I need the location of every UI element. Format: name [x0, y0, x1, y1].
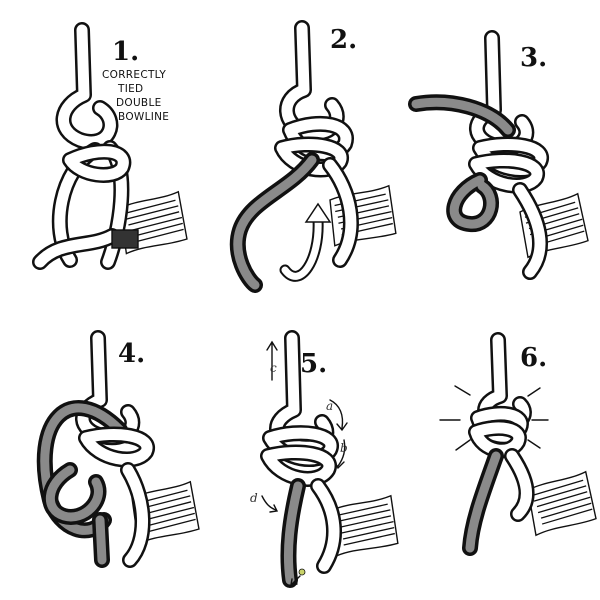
- caption-correctly-tied-double-bowline: CORRECTLY TIED DOUBLE BOWLINE: [102, 69, 169, 123]
- caption-line: CORRECTLY: [102, 69, 166, 81]
- step-number: 2.: [330, 25, 357, 55]
- panel-3: 3.: [408, 30, 590, 280]
- rope-illustration: [229, 20, 398, 293]
- rope-illustration: [36, 330, 201, 568]
- caption-line: BOWLINE: [118, 111, 169, 123]
- rope-illustration: c a b d: [250, 330, 400, 588]
- tree-bark: [525, 470, 598, 537]
- step-number: 3.: [520, 43, 547, 73]
- step-number: 1.: [112, 37, 139, 67]
- pull-arrows: [261, 340, 348, 513]
- highlight-dot: [298, 568, 306, 576]
- rope-illustration: [32, 22, 189, 270]
- panel-2: 2.: [229, 20, 398, 293]
- label-b: b: [340, 441, 348, 455]
- step-number: 6.: [520, 343, 547, 373]
- label-c: c: [270, 361, 277, 375]
- rope-illustration: [408, 30, 590, 280]
- label-a: a: [326, 399, 333, 413]
- panel-4: 4.: [36, 330, 201, 568]
- caption-line: TIED: [117, 83, 143, 95]
- label-d: d: [250, 491, 258, 505]
- rope-illustration: [439, 332, 598, 556]
- panel-1: 1. CORRECTLY TIED DOUBLE BOWLINE: [32, 22, 189, 270]
- panel-6: 6.: [439, 332, 598, 556]
- caption-line: DOUBLE: [116, 97, 162, 109]
- tension-lines: [439, 375, 549, 451]
- panel-5: 5. c a b d: [250, 330, 400, 588]
- step-number: 4.: [118, 339, 145, 369]
- step-number: 5.: [300, 349, 327, 379]
